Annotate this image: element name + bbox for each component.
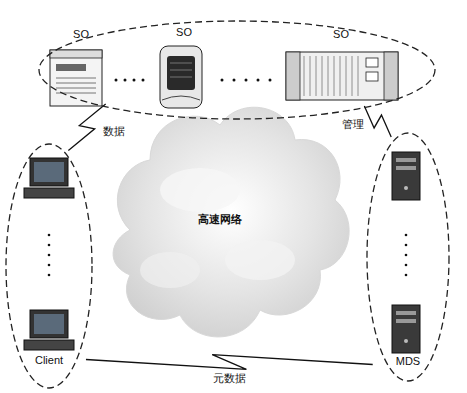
edge-label-box: 元数据	[211, 368, 248, 386]
server-tower	[392, 152, 420, 200]
node-label: Client	[35, 354, 63, 367]
storage-device	[160, 46, 202, 108]
network-cloud: 高速网络	[150, 200, 290, 240]
edge-label: 元数据	[211, 372, 248, 384]
ellipsis-dots	[115, 79, 272, 82]
storage-device	[286, 52, 398, 100]
server-tower	[392, 305, 420, 353]
ellipsis-dots	[405, 234, 408, 277]
dashed-ellipse	[366, 132, 450, 382]
ellipsis-dots	[48, 234, 51, 277]
client-group: Client	[5, 143, 93, 389]
client-computer	[24, 158, 74, 198]
lightning-link	[364, 106, 391, 137]
node-label: MDS	[396, 355, 420, 368]
node-label: SO	[73, 28, 89, 41]
storage-device	[50, 50, 102, 106]
dashed-ellipse	[38, 20, 436, 120]
edge-label: 数据	[101, 125, 127, 137]
lightning-link	[86, 355, 373, 370]
edge-label-box: 管理	[340, 114, 366, 132]
storage-object: SO	[46, 28, 116, 110]
edge-label-box: 数据	[101, 121, 127, 139]
mds-group: MDS	[366, 132, 450, 382]
storage-object: SO	[152, 26, 216, 110]
network-cloud	[113, 107, 349, 337]
storage-group: SO SO SO	[38, 20, 436, 120]
node-label: SO	[176, 26, 192, 39]
node-label: SO	[333, 28, 349, 41]
client-computer	[24, 310, 74, 350]
dashed-ellipse	[5, 143, 93, 389]
edge-label: 管理	[340, 118, 366, 130]
node-label: 高速网络	[198, 213, 242, 226]
storage-object: SO	[282, 28, 400, 106]
